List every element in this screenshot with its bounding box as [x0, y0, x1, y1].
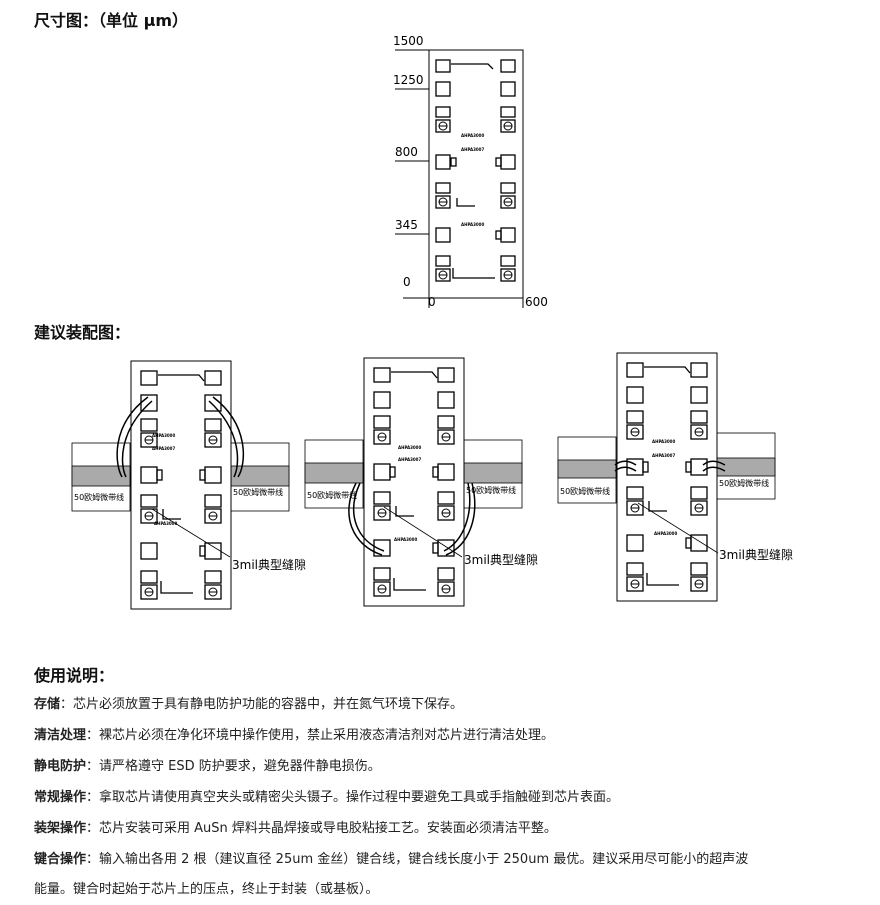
board-label-2b: 50欧姆微带线: [466, 485, 516, 495]
usage-note-text: ：芯片必须放置于具有静电防护功能的容器中，并在氮气环境下保存。: [60, 697, 464, 712]
usage-section-title: 使用说明：: [34, 666, 115, 685]
assembly-chip-mark-3a: AHPA3000: [652, 439, 675, 444]
usage-note-label: 键合操作: [34, 852, 87, 867]
usage-note-text: ：芯片安装可采用 AuSn 焊料共晶焊接或导电胶粘接工艺。安装面必须清洁平整。: [86, 821, 557, 836]
assembly-figure-1: 50欧姆微带线 50欧姆微带线 AHPA3000 AHPA3007 AHPA30…: [71, 360, 306, 610]
board-label-1b: 50欧姆微带线: [233, 487, 283, 497]
assembly-drawings: 50欧姆微带线 50欧姆微带线 AHPA3000 AHPA3007 AHPA30…: [60, 345, 860, 615]
gap-label-1: 3mil典型缝隙: [232, 557, 306, 572]
usage-note-bonding-cont: 能量。键合时起始于芯片上的压点，终止于封装（或基板）。: [34, 881, 379, 899]
chip-mark-1: AHPA3000: [461, 133, 484, 138]
via-circles: [438, 121, 513, 280]
usage-note-mounting: 装架操作：芯片安装可采用 AuSn 焊料共晶焊接或导电胶粘接工艺。安装面必须清洁…: [34, 820, 557, 838]
x-tick-600: 600: [525, 295, 548, 309]
usage-note-cleaning: 清洁处理：裸芯片必须在净化环境中操作使用，禁止采用液态清洁剂对芯片进行清洁处理。: [34, 727, 554, 745]
assembly-chip-mark-1b: AHPA3007: [152, 446, 175, 451]
chip-mark-3: AHPA3000: [461, 222, 484, 227]
bond-wires-1: [116, 396, 245, 478]
dimension-drawing-svg: 1500 1250 800 345 0 0 600: [393, 34, 548, 309]
usage-note-label: 存储: [34, 697, 61, 712]
y-tick-lines: [395, 49, 429, 299]
usage-note-label: 常规操作: [34, 790, 87, 805]
usage-note-text: 能量。键合时起始于芯片上的压点，终止于封装（或基板）。: [34, 882, 379, 897]
bond-wires-3: [614, 460, 726, 472]
usage-note-handling: 常规操作：拿取芯片请使用真空夹头或精密尖头镊子。操作过程中要避免工具或手指触碰到…: [34, 789, 619, 807]
chip-pads: [435, 59, 516, 282]
assembly-chip-mark-2a: AHPA3000: [398, 445, 421, 450]
chip-outline: [428, 49, 524, 299]
usage-note-esd: 静电防护：请严格遵守 ESD 防护要求，避免器件静电损伤。: [34, 758, 381, 776]
y-tick-800: 800: [395, 145, 418, 159]
usage-note-label: 清洁处理: [34, 728, 87, 743]
assembly-drawings-svg: 50欧姆微带线 50欧姆微带线 AHPA3000 AHPA3007 AHPA30…: [71, 352, 793, 610]
board-label-3a: 50欧姆微带线: [560, 486, 610, 496]
usage-note-text: ：拿取芯片请使用真空夹头或精密尖头镊子。操作过程中要避免工具或手指触碰到芯片表面…: [86, 790, 620, 805]
chip-mark-2: AHPA3007: [461, 147, 484, 152]
assembly-chip-mark-2c: AHPA3000: [394, 537, 417, 542]
usage-note-storage: 存储：芯片必须放置于具有静电防护功能的容器中，并在氮气环境下保存。: [34, 696, 463, 714]
board-label-3b: 50欧姆微带线: [719, 478, 769, 488]
assembly-figure-2: 50欧姆微带线 50欧姆微带线 AHPA3000 AHPA3007 AHPA30…: [304, 357, 538, 607]
assembly-chip-mark-2b: AHPA3007: [398, 457, 421, 462]
dimension-section-title: 尺寸图：（单位 μm）: [34, 11, 189, 30]
y-tick-0: 0: [403, 275, 411, 289]
assembly-chip-mark-1c: AHPA3000: [154, 521, 177, 526]
y-tick-1250: 1250: [393, 73, 424, 87]
board-label-1a: 50欧姆微带线: [74, 492, 124, 502]
usage-note-label: 静电防护: [34, 759, 87, 774]
x-tick-0: 0: [428, 295, 436, 309]
usage-note-text: ：输入输出各用 2 根（建议直径 25um 金丝）键合线，键合线长度小于 250…: [86, 852, 749, 867]
assembly-chip-mark-3c: AHPA3000: [654, 531, 677, 536]
y-tick-1500: 1500: [393, 34, 424, 48]
usage-note-label: 装架操作: [34, 821, 87, 836]
usage-note-bonding: 键合操作：输入输出各用 2 根（建议直径 25um 金丝）键合线，键合线长度小于…: [34, 851, 748, 869]
y-tick-345: 345: [395, 218, 418, 232]
gap-label-2: 3mil典型缝隙: [464, 552, 538, 567]
usage-note-text: ：请严格遵守 ESD 防护要求，避免器件静电损伤。: [86, 759, 381, 774]
dimension-drawing: 1500 1250 800 345 0 0 600: [385, 30, 555, 312]
assembly-chip-mark-3b: AHPA3007: [652, 453, 675, 458]
assembly-chip-mark-1a: AHPA3000: [152, 433, 175, 438]
gap-label-3: 3mil典型缝隙: [719, 547, 793, 562]
board-label-2a: 50欧姆微带线: [307, 490, 357, 500]
usage-note-text: ：裸芯片必须在净化环境中操作使用，禁止采用液态清洁剂对芯片进行清洁处理。: [86, 728, 555, 743]
assembly-section-title: 建议装配图：: [34, 323, 131, 342]
assembly-figure-3: 50欧姆微带线 50欧姆微带线 AHPA3000 AHPA3007 AHPA30…: [557, 352, 793, 602]
